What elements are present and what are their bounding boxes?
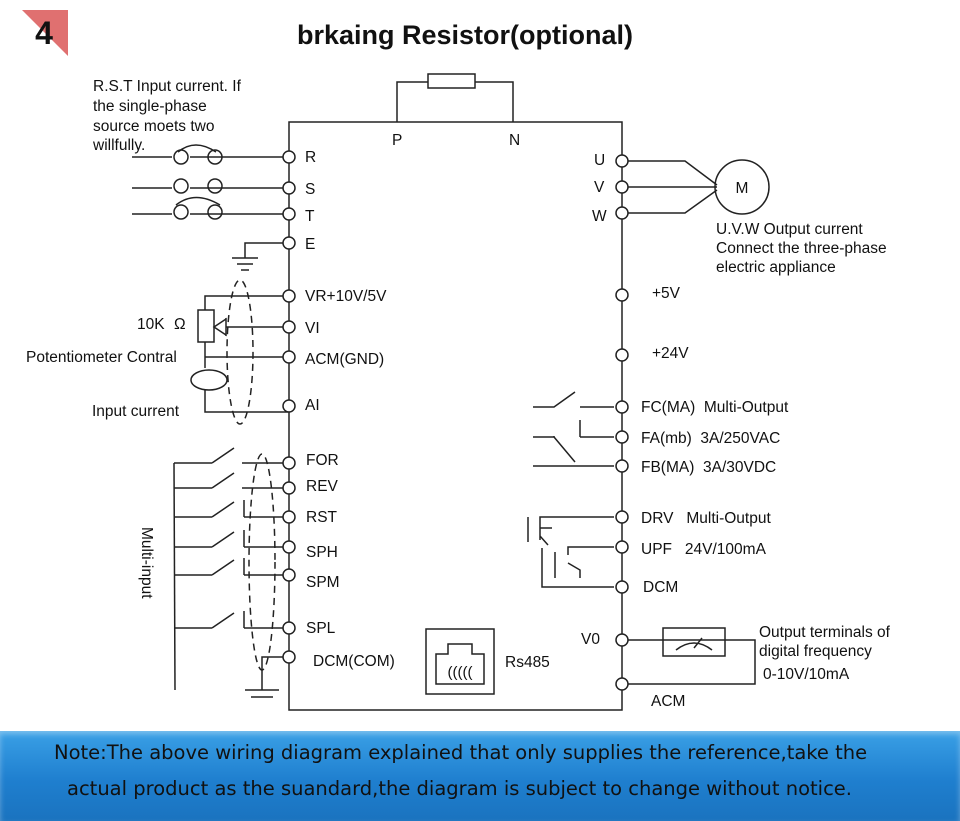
pot-value: 10K bbox=[137, 316, 165, 333]
terminal-label: SPL bbox=[306, 620, 336, 637]
terminal-label: DCM(COM) bbox=[313, 653, 395, 670]
wiring-diagram: 4 brkaing Resistor(optional) bbox=[22, 10, 891, 711]
output-note-line: digital frequency bbox=[759, 643, 872, 660]
terminal-label: SPM bbox=[306, 574, 340, 591]
terminal-label-p: P bbox=[392, 132, 402, 149]
input-current-label: Input current bbox=[92, 403, 180, 420]
rs485-label: Rs485 bbox=[505, 654, 550, 671]
diagram-title: brkaing Resistor(optional) bbox=[297, 20, 633, 50]
multi-input-label: Multi-input bbox=[138, 527, 155, 599]
terminal-label: FA(mb) 3A/250VAC bbox=[641, 430, 780, 447]
terminal-label: VR+10V/5V bbox=[305, 288, 387, 305]
terminal-label: ACM(GND) bbox=[305, 351, 384, 368]
terminal-label: +5V bbox=[652, 285, 681, 302]
terminal-label: +24V bbox=[652, 345, 689, 362]
terminal-label: W bbox=[592, 208, 607, 225]
output-note-line: Output terminals of bbox=[759, 624, 891, 641]
terminal-label: U bbox=[594, 152, 605, 169]
badge-number: 4 bbox=[35, 15, 53, 51]
terminal-label-n: N bbox=[509, 132, 520, 149]
inverter-box bbox=[288, 121, 623, 711]
motor-note-line: electric appliance bbox=[716, 259, 836, 276]
rst-note-line: source moets two bbox=[93, 118, 214, 135]
terminal-label: SPH bbox=[306, 544, 338, 561]
terminal-label: REV bbox=[306, 478, 339, 495]
terminal-label: ACM bbox=[651, 693, 685, 710]
terminal-label: UPF 24V/100mA bbox=[641, 541, 767, 558]
terminal-label: R bbox=[305, 149, 316, 166]
motor-label: M bbox=[736, 180, 749, 197]
terminal-label: DCM bbox=[643, 579, 678, 596]
ohm-symbol: Ω bbox=[174, 316, 186, 333]
terminal-label: AI bbox=[305, 397, 320, 414]
terminal-label: FC(MA) Multi-Output bbox=[641, 399, 789, 416]
footer-note-line: Note:The above wiring diagram explained … bbox=[54, 741, 868, 764]
footer-note-banner: Note:The above wiring diagram explained … bbox=[0, 731, 960, 821]
terminal-label: RST bbox=[306, 509, 338, 526]
motor-note-line: Connect the three-phase bbox=[716, 240, 887, 257]
terminal-label: S bbox=[305, 181, 315, 198]
terminal-label: VI bbox=[305, 320, 320, 337]
output-note-line: 0-10V/10mA bbox=[763, 666, 850, 683]
meter-symbol bbox=[662, 627, 726, 657]
rst-note-line: R.S.T Input current. If bbox=[93, 78, 242, 95]
terminal-label: DRV Multi-Output bbox=[641, 510, 771, 527]
terminal-label: V bbox=[594, 179, 605, 196]
terminal-label: T bbox=[305, 208, 315, 225]
footer-note-line: actual product as the suandard,the diagr… bbox=[67, 777, 852, 800]
terminal-label: V0 bbox=[581, 631, 600, 648]
terminal-label: FB(MA) 3A/30VDC bbox=[641, 459, 776, 476]
brake-resistor-symbol bbox=[427, 73, 476, 89]
section-badge: 4 bbox=[22, 10, 68, 56]
motor-symbol bbox=[714, 159, 770, 215]
pot-label: Potentiometer Contral bbox=[26, 349, 177, 366]
svg-text:(((((: ((((( bbox=[448, 664, 473, 681]
rst-note-line: the single-phase bbox=[93, 98, 207, 115]
terminal-label: E bbox=[305, 236, 315, 253]
motor-note-line: U.V.W Output current bbox=[716, 221, 863, 238]
terminal-label: FOR bbox=[306, 452, 339, 469]
rst-note-line: willfully. bbox=[92, 137, 145, 154]
